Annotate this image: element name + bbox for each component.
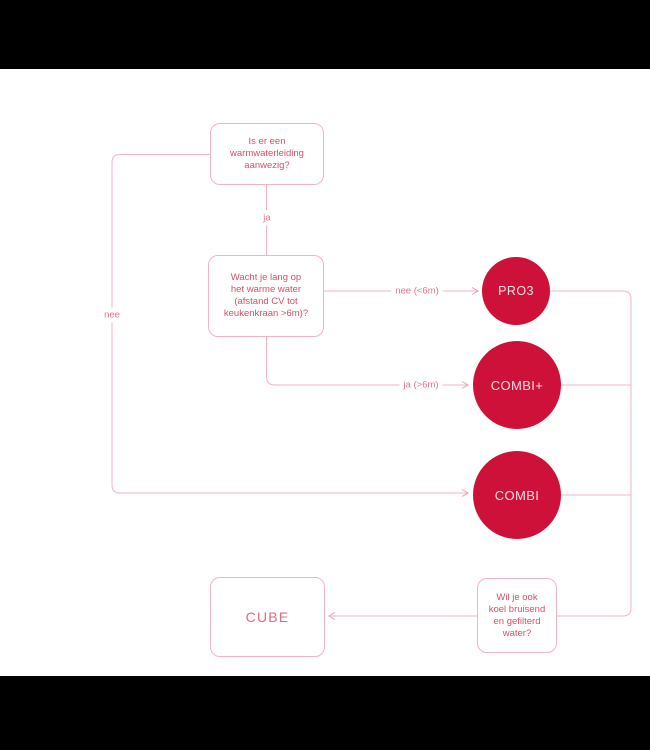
question-line: het warme water [230,284,302,295]
edge-label-nee-6m: nee (<6m) [391,283,443,299]
question-line: keukenkraan >6m)? [223,308,309,319]
edge-nee-to-combi [111,154,467,494]
connector-lines [111,154,632,620]
letterbox-top-bar [0,0,650,69]
edge-ja6m-to-combiplus [266,337,467,386]
question-box-wacht-lang: Wacht je lang op het warme water (afstan… [208,255,324,337]
question-line: (afstand CV tot [234,296,298,307]
question-box-warmwaterleiding: Is er een warmwaterleiding aanwezig? [210,123,324,185]
product-node-combi-plus: COMBI+ [473,341,561,429]
product-node-pro3: PRO3 [482,257,550,325]
flowchart-canvas: Is er een warmwaterleiding aanwezig? Wac… [0,69,650,676]
question-line: koel bruisend [488,603,546,615]
edge-label-ja-6m: ja (>6m) [399,377,443,393]
arrowhead-to-combi [461,489,469,497]
question-line: water? [502,627,532,639]
question-line: en gefilterd [493,615,541,627]
arrowhead-to-combiplus [461,381,469,389]
question-box-koel-bruisend: Wil je ook koel bruisend en gefilterd wa… [477,578,557,653]
edge-label-ja: ja [259,210,275,226]
edge-pro3-to-q3 [550,290,632,617]
arrowhead-to-cube [328,612,336,620]
question-line: aanwezig? [244,160,290,171]
edge-label-nee: nee [100,307,124,323]
question-line: warmwaterleiding [230,148,304,159]
arrowhead-to-pro3 [471,287,479,295]
question-line: Wil je ook [496,591,538,603]
question-line: Is er een [248,136,286,147]
product-node-cube: CUBE [210,577,325,657]
letterbox-bottom-bar [0,676,650,750]
question-line: Wacht je lang op [230,272,302,283]
product-node-combi: COMBI [473,451,561,539]
